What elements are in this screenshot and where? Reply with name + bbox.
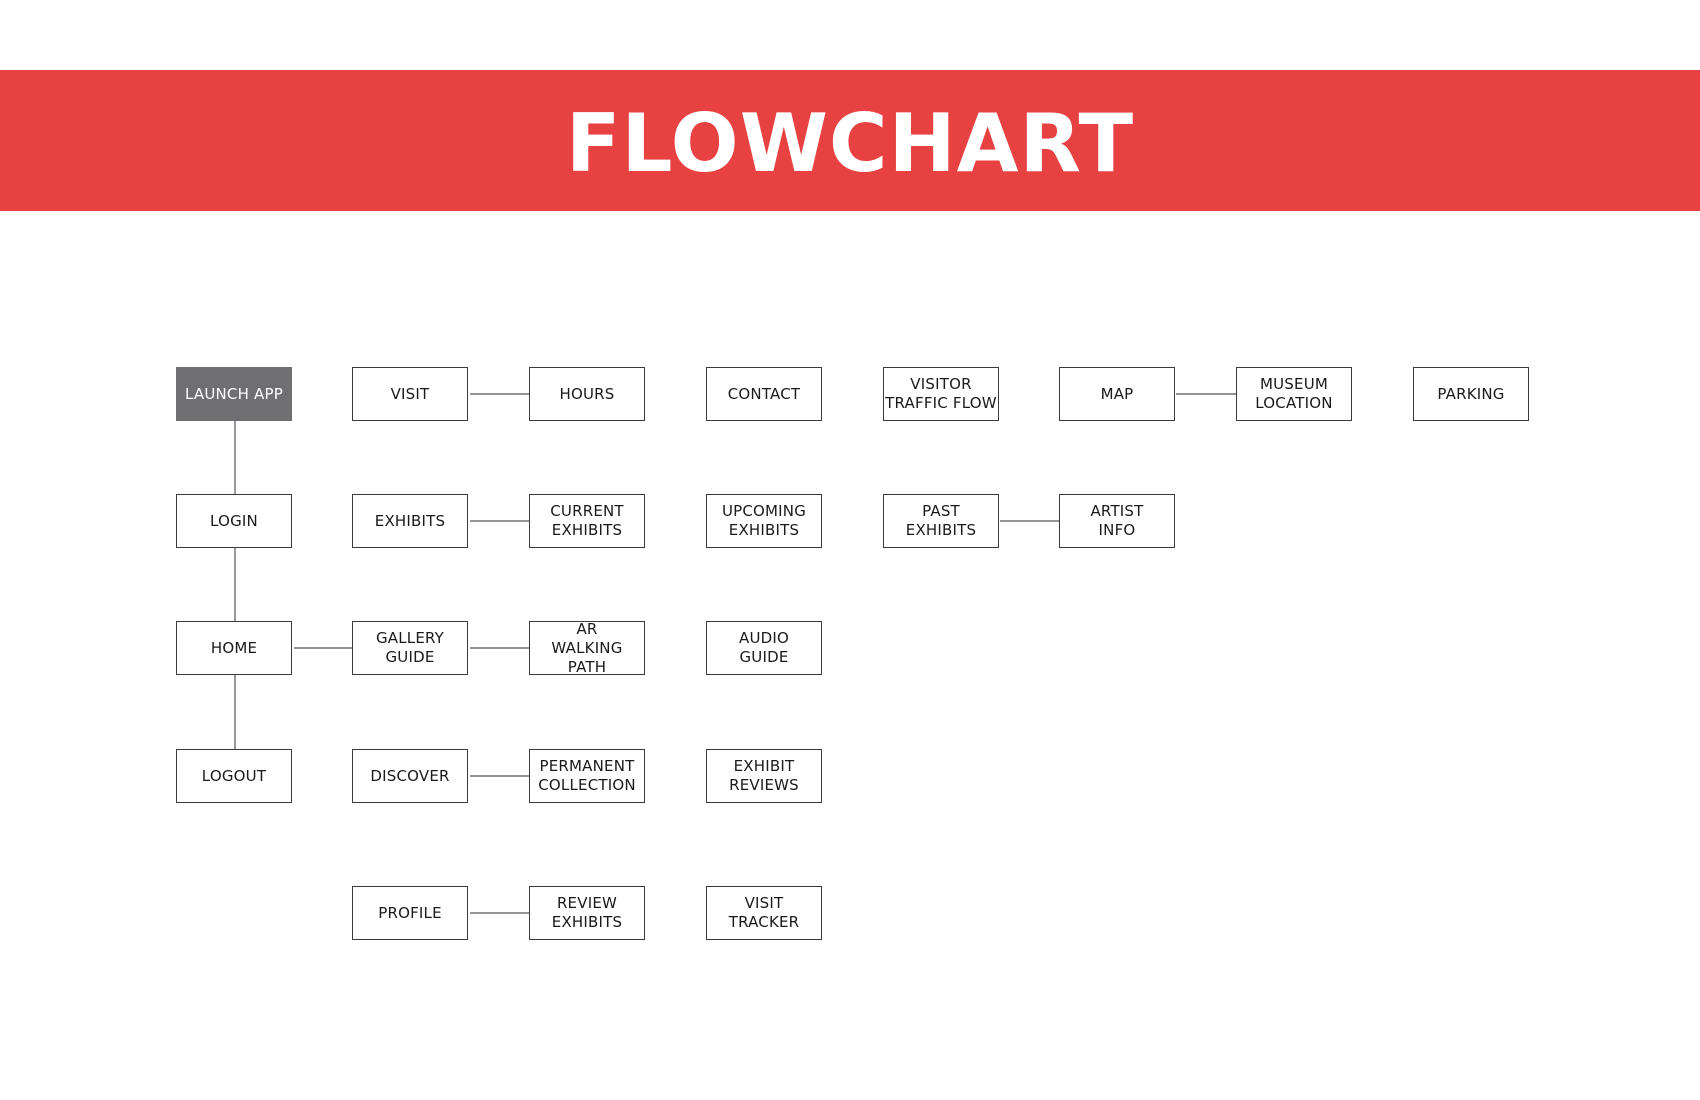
node-label: MAP xyxy=(1100,384,1134,403)
node-profile[interactable]: PROFILE xyxy=(352,886,468,940)
node-exhibit-reviews[interactable]: EXHIBIT REVIEWS xyxy=(706,749,822,803)
node-visit[interactable]: VISIT xyxy=(352,367,468,421)
node-label: DISCOVER xyxy=(370,766,450,785)
node-contact[interactable]: CONTACT xyxy=(706,367,822,421)
node-login[interactable]: LOGIN xyxy=(176,494,292,548)
node-visitor-traffic-flow[interactable]: VISITOR TRAFFIC FLOW xyxy=(883,367,999,421)
node-label: PERMANENT COLLECTION xyxy=(538,757,636,794)
node-label: LOGIN xyxy=(210,511,258,530)
node-permanent-collection[interactable]: PERMANENT COLLECTION xyxy=(529,749,645,803)
node-label: HOURS xyxy=(559,384,615,403)
node-review-exhibits[interactable]: REVIEW EXHIBITS xyxy=(529,886,645,940)
node-label: AR WALKING PATH xyxy=(551,619,623,676)
node-label: VISIT TRACKER xyxy=(728,894,800,931)
node-label: REVIEW EXHIBITS xyxy=(551,894,623,931)
node-home[interactable]: HOME xyxy=(176,621,292,675)
node-label: EXHIBITS xyxy=(374,511,446,530)
node-label: MUSEUM LOCATION xyxy=(1255,375,1333,412)
node-label: CURRENT EXHIBITS xyxy=(550,502,624,539)
node-hours[interactable]: HOURS xyxy=(529,367,645,421)
node-logout[interactable]: LOGOUT xyxy=(176,749,292,803)
node-label: UPCOMING EXHIBITS xyxy=(721,502,807,539)
node-label: CONTACT xyxy=(727,384,801,403)
node-ar-walking-path[interactable]: AR WALKING PATH xyxy=(529,619,645,676)
node-parking[interactable]: PARKING xyxy=(1413,367,1529,421)
node-label: VISIT xyxy=(390,384,430,403)
node-visit-tracker[interactable]: VISIT TRACKER xyxy=(706,886,822,940)
node-label: ARTIST INFO xyxy=(1090,502,1144,539)
header-band: FLOWCHART xyxy=(0,70,1700,211)
node-exhibits[interactable]: EXHIBITS xyxy=(352,494,468,548)
node-label: PROFILE xyxy=(378,903,442,922)
node-label: LAUNCH APP xyxy=(184,384,284,403)
node-launch-app[interactable]: LAUNCH APP xyxy=(176,367,292,421)
node-current-exhibits[interactable]: CURRENT EXHIBITS xyxy=(529,494,645,548)
node-label: LOGOUT xyxy=(201,766,267,785)
node-label: PAST EXHIBITS xyxy=(905,502,977,539)
node-discover[interactable]: DISCOVER xyxy=(352,749,468,803)
node-museum-location[interactable]: MUSEUM LOCATION xyxy=(1236,367,1352,421)
node-audio-guide[interactable]: AUDIO GUIDE xyxy=(706,621,822,675)
node-gallery-guide[interactable]: GALLERY GUIDE xyxy=(352,621,468,675)
node-label: HOME xyxy=(210,638,258,657)
node-label: VISITOR TRAFFIC FLOW xyxy=(885,375,997,412)
page-title: FLOWCHART xyxy=(565,96,1135,190)
node-upcoming-exhibits[interactable]: UPCOMING EXHIBITS xyxy=(706,494,822,548)
node-past-exhibits[interactable]: PAST EXHIBITS xyxy=(883,494,999,548)
node-label: PARKING xyxy=(1437,384,1505,403)
node-label: GALLERY GUIDE xyxy=(375,629,445,666)
node-artist-info[interactable]: ARTIST INFO xyxy=(1059,494,1175,548)
node-label: AUDIO GUIDE xyxy=(738,629,790,666)
node-label: EXHIBIT REVIEWS xyxy=(729,757,799,794)
node-map[interactable]: MAP xyxy=(1059,367,1175,421)
